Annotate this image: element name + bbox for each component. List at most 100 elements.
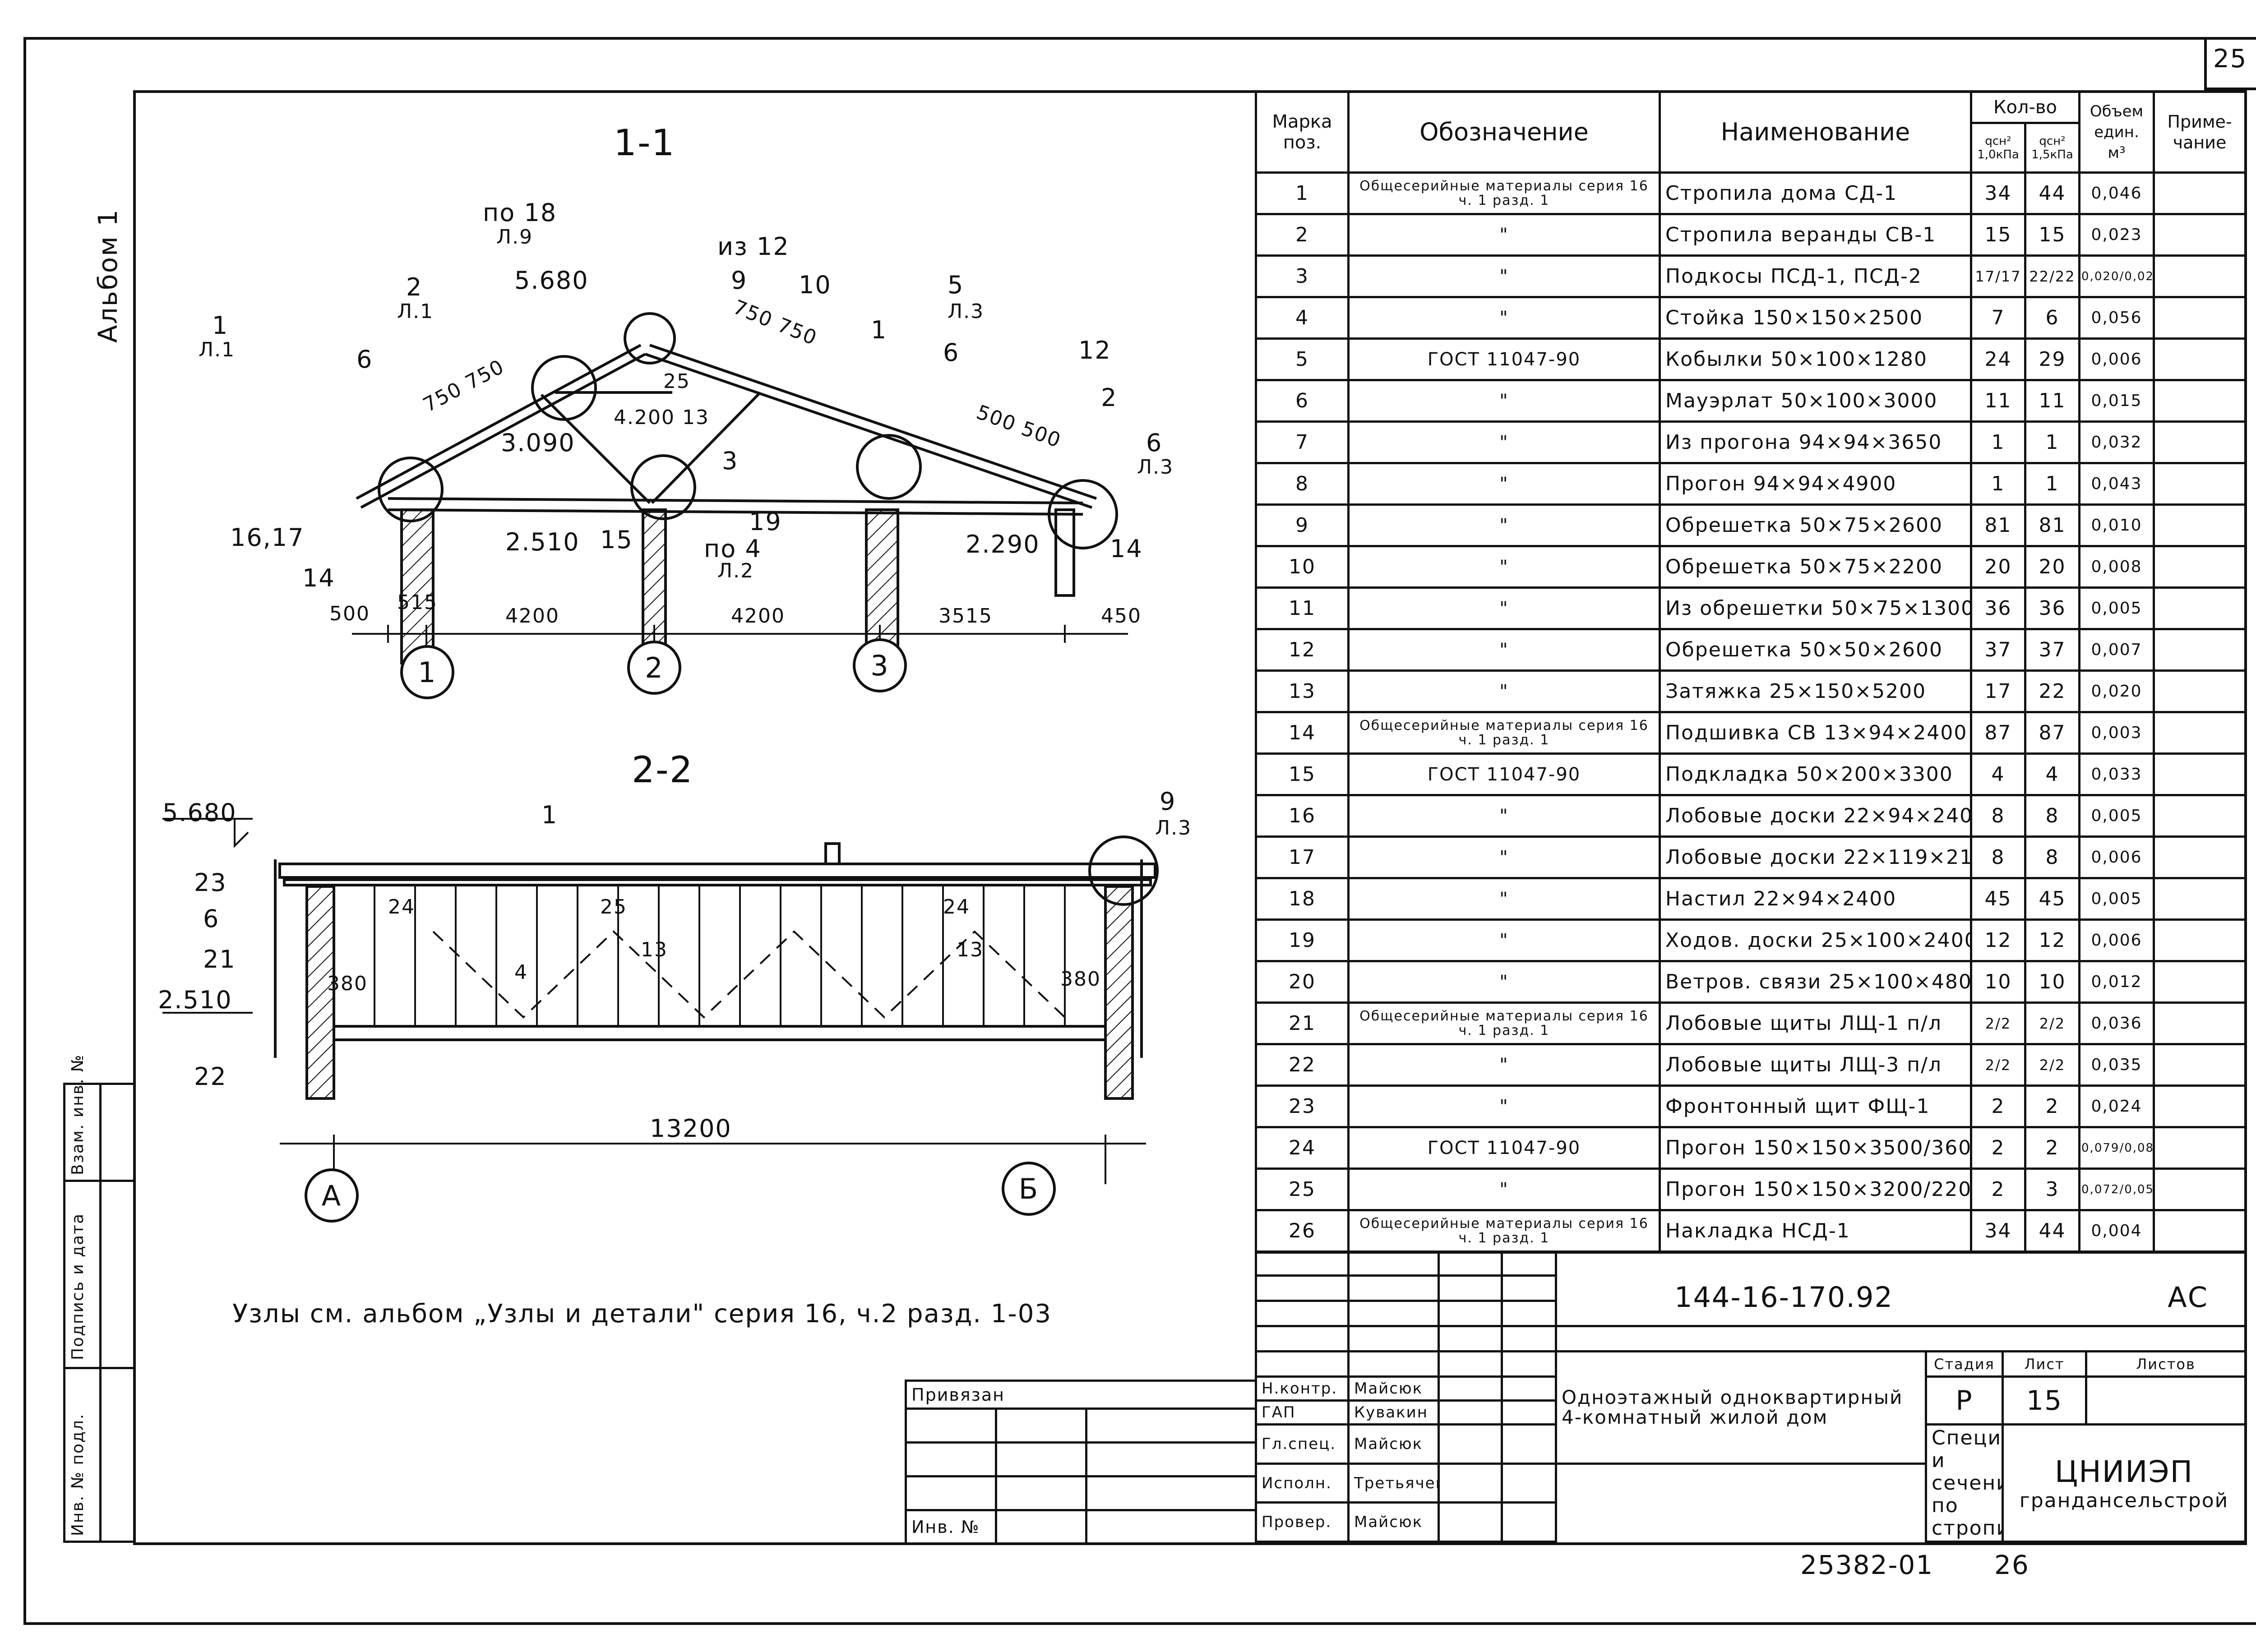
spec-cell-volume: 0,056 [2078,296,2155,340]
elev-2290: 2.290 [966,530,1040,558]
spec-cell-q1: 1 [1970,462,2026,506]
side-stamp-vzam: Взам. инв. № [69,1054,87,1175]
role-person: Майсюк [1347,1501,1440,1543]
spec-cell-mark: 26 [1255,1209,1350,1253]
tied-block: Привязан Инв. № [905,1380,1257,1545]
spec-cell-mark: 4 [1255,296,1350,340]
s2-elev-2510: 2.510 [158,986,232,1014]
spec-cell-mark: 20 [1255,960,1350,1004]
spec-cell-q2: 2 [2024,1126,2081,1170]
spec-cell-volume: 0,033 [2078,752,2155,796]
spec-cell-name: Лобовые щиты ЛЩ-3 п/л [1659,1043,1972,1087]
spec-cell-name: Стропила веранды СВ-1 [1659,213,1972,257]
spec-cell-designation: " [1347,462,1661,506]
spec-cell-volume: 0,008 [2078,545,2155,589]
spec-cell-q1: 10 [1970,960,2026,1004]
role-date [1501,1423,1557,1465]
spec-cell-name: Подкладка 50×200×3300 [1659,752,1972,796]
s2-callout-23: 23 [194,868,227,897]
role-signature [1438,1375,1503,1402]
callout-1-left: 1 [212,311,229,340]
spec-cell-mark: 9 [1255,503,1350,547]
axis-bubble-B: Б [1002,1162,1056,1216]
spec-cell-note [2153,337,2247,381]
spec-cell-note [2153,296,2247,340]
role-signature [1438,1462,1503,1504]
spec-cell-name: Настил 22×94×2400 [1659,877,1972,921]
role-date [1501,1375,1557,1402]
spec-cell-mark: 19 [1255,918,1350,962]
inv-label: Инв. № [905,1509,997,1545]
spec-cell-note [2153,420,2247,464]
spec-cell-name: Подкосы ПСД-1, ПСД-2 [1659,254,1972,298]
s2-dim-380a: 380 [327,972,368,995]
callout-6c-ref: Л.3 [1137,456,1174,479]
spec-cell-note [2153,711,2247,755]
header-qty: Кол-во [1969,90,2081,124]
dim-515: 515 [397,591,438,614]
spec-cell-q2: 22 [2024,669,2081,713]
spec-cell-note [2153,503,2247,547]
spec-cell-q2: 45 [2024,877,2081,921]
spec-cell-q1: 15 [1970,213,2026,257]
spec-cell-mark: 1 [1255,171,1350,215]
elev-3090: 3.090 [501,429,575,457]
side-stamp-inv: Инв. № подл. [69,1413,87,1536]
spec-cell-mark: 12 [1255,628,1350,672]
spec-cell-q2: 29 [2024,337,2081,381]
spec-cell-q2: 3 [2024,1167,2081,1211]
spec-cell-volume: 0,012 [2078,960,2155,1004]
spec-cell-q1: 2/2 [1970,1001,2026,1045]
callout-3: 3 [722,447,739,475]
spec-cell-q1: 12 [1970,918,2026,962]
spec-cell-q1: 87 [1970,711,2026,755]
sheet-value: 15 [2002,1375,2087,1426]
spec-cell-volume: 0,003 [2078,711,2155,755]
spec-cell-note [2153,213,2247,257]
spec-cell-q1: 20 [1970,545,2026,589]
spec-cell-q1: 2 [1970,1084,2026,1128]
spec-cell-designation: ГОСТ 11047-90 [1347,337,1661,381]
spec-cell-q2: 22/22 [2024,254,2081,298]
spec-cell-q2: 4 [2024,752,2081,796]
s2-callout-22: 22 [194,1062,227,1091]
axis-bubble-1: 1 [400,645,454,699]
spec-cell-q2: 15 [2024,213,2081,257]
spec-cell-mark: 13 [1255,669,1350,713]
spec-cell-designation: Общесерийные материалы серия 16 ч. 1 раз… [1347,1209,1661,1253]
spec-cell-q1: 45 [1970,877,2026,921]
sheets-value [2085,1375,2247,1426]
spec-cell-volume: 0,079/0,081 [2078,1126,2155,1170]
spec-cell-volume: 0,046 [2078,171,2155,215]
spec-cell-q1: 2/2 [1970,1043,2026,1087]
sheet-number-box [2204,37,2256,90]
object-name: Одноэтажный одноквартирный 4-комнатный ж… [1562,1386,1903,1428]
s2-callout-6: 6 [203,904,220,933]
spec-cell-name: Из прогона 94×94×3650 [1659,420,1972,464]
spec-cell-designation: " [1347,545,1661,589]
spec-cell-name: Обрешетка 50×75×2600 [1659,503,1972,547]
org-line-2: грандансельстрой [2019,1489,2229,1512]
spec-cell-q2: 44 [2024,1209,2081,1253]
spec-cell-mark: 3 [1255,254,1350,298]
spec-cell-note [2153,254,2247,298]
footer-code: 25382-01 [1800,1550,1934,1580]
outer-frame [23,37,2256,1625]
axis-bubble-A: А [305,1168,359,1223]
callout-6c: 6 [1146,429,1163,457]
role-label: ГАП [1255,1399,1350,1426]
album-label: Альбом 1 [92,208,123,343]
spec-cell-q2: 20 [2024,545,2081,589]
section-2-title: 2-2 [632,749,693,791]
spec-cell-volume: 0,043 [2078,462,2155,506]
spec-cell-note [2153,794,2247,838]
spec-cell-volume: 0,006 [2078,337,2155,381]
spec-cell-mark: 17 [1255,835,1350,879]
